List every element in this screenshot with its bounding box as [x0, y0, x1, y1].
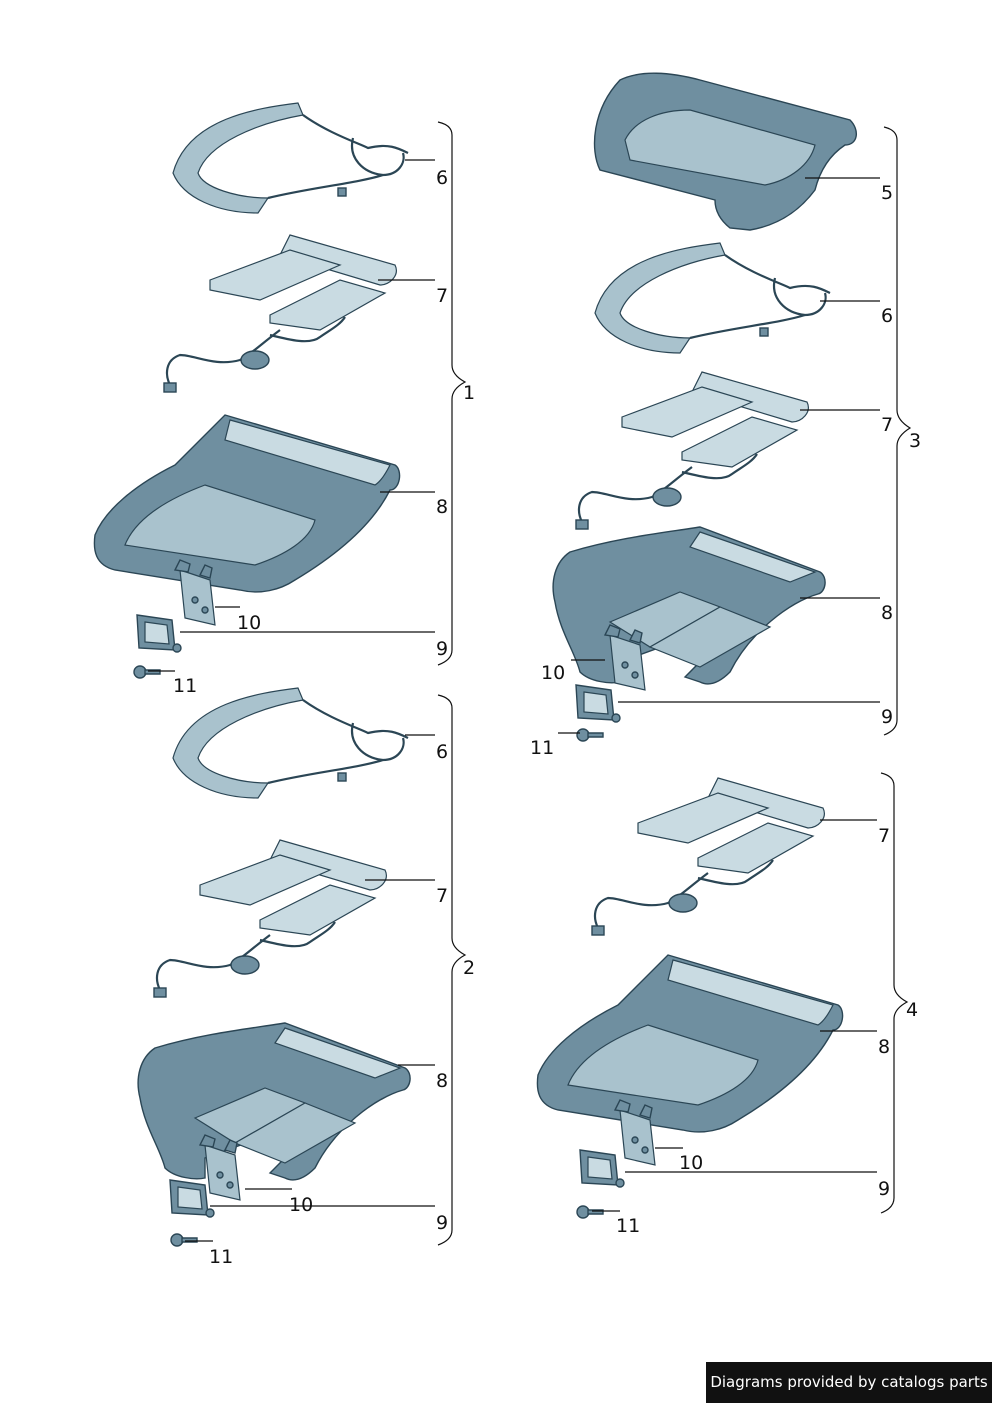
callout-10: 10 [679, 1152, 703, 1174]
group-label: 1 [463, 382, 475, 404]
callout-9: 9 [436, 638, 448, 660]
group-bracket [437, 121, 467, 666]
screw-part [170, 1233, 198, 1247]
callout-9: 9 [881, 706, 893, 728]
frame-part [593, 241, 832, 355]
callout-6: 6 [881, 305, 893, 327]
callout-11: 11 [530, 737, 554, 759]
group-bracket [880, 772, 909, 1214]
group-bracket [883, 126, 912, 736]
cushion-part [93, 414, 401, 593]
group-label: 4 [906, 999, 918, 1021]
heating-mat-part [152, 838, 388, 999]
callout-11: 11 [616, 1215, 640, 1237]
module-part [136, 614, 182, 653]
group-1: 6 7 8 10 9 11 1 [93, 101, 475, 697]
callout-7: 7 [881, 414, 893, 436]
callout-6: 6 [436, 167, 448, 189]
callout-11: 11 [173, 675, 197, 697]
callout-11: 11 [209, 1246, 233, 1268]
callout-10: 10 [237, 612, 261, 634]
frame-part [171, 101, 410, 215]
cushion-part [536, 954, 844, 1133]
group-2: 6 7 8 10 9 11 2 [137, 686, 475, 1268]
callout-9: 9 [878, 1178, 890, 1200]
backrest-part [593, 72, 858, 231]
screw-part [576, 728, 604, 742]
callout-10: 10 [541, 662, 565, 684]
callout-8: 8 [436, 1070, 448, 1092]
group-bracket [437, 694, 467, 1246]
callout-8: 8 [436, 496, 448, 518]
footer-credit: Diagrams provided by catalogs parts [706, 1362, 992, 1403]
callout-8: 8 [878, 1036, 890, 1058]
screw-part [133, 665, 161, 679]
callout-10: 10 [289, 1194, 313, 1216]
callout-6: 6 [436, 741, 448, 763]
cushion-part [137, 1022, 411, 1181]
screw-part [576, 1205, 604, 1219]
callout-9: 9 [436, 1212, 448, 1234]
group-4: 7 8 10 9 11 4 [536, 772, 918, 1237]
heating-mat-part [162, 233, 398, 394]
group-label: 2 [463, 957, 475, 979]
module-part [169, 1179, 215, 1218]
module-part [575, 684, 621, 723]
heating-mat-part [574, 370, 810, 531]
callout-7: 7 [436, 885, 448, 907]
group-label: 3 [909, 430, 921, 452]
callout-8: 8 [881, 602, 893, 624]
module-part [579, 1149, 625, 1188]
callout-5: 5 [881, 182, 893, 204]
frame-part [171, 686, 410, 800]
callout-7: 7 [878, 825, 890, 847]
heating-mat-part [590, 776, 826, 937]
callout-7: 7 [436, 285, 448, 307]
group-3: 5 6 7 8 10 9 11 3 [530, 72, 921, 759]
